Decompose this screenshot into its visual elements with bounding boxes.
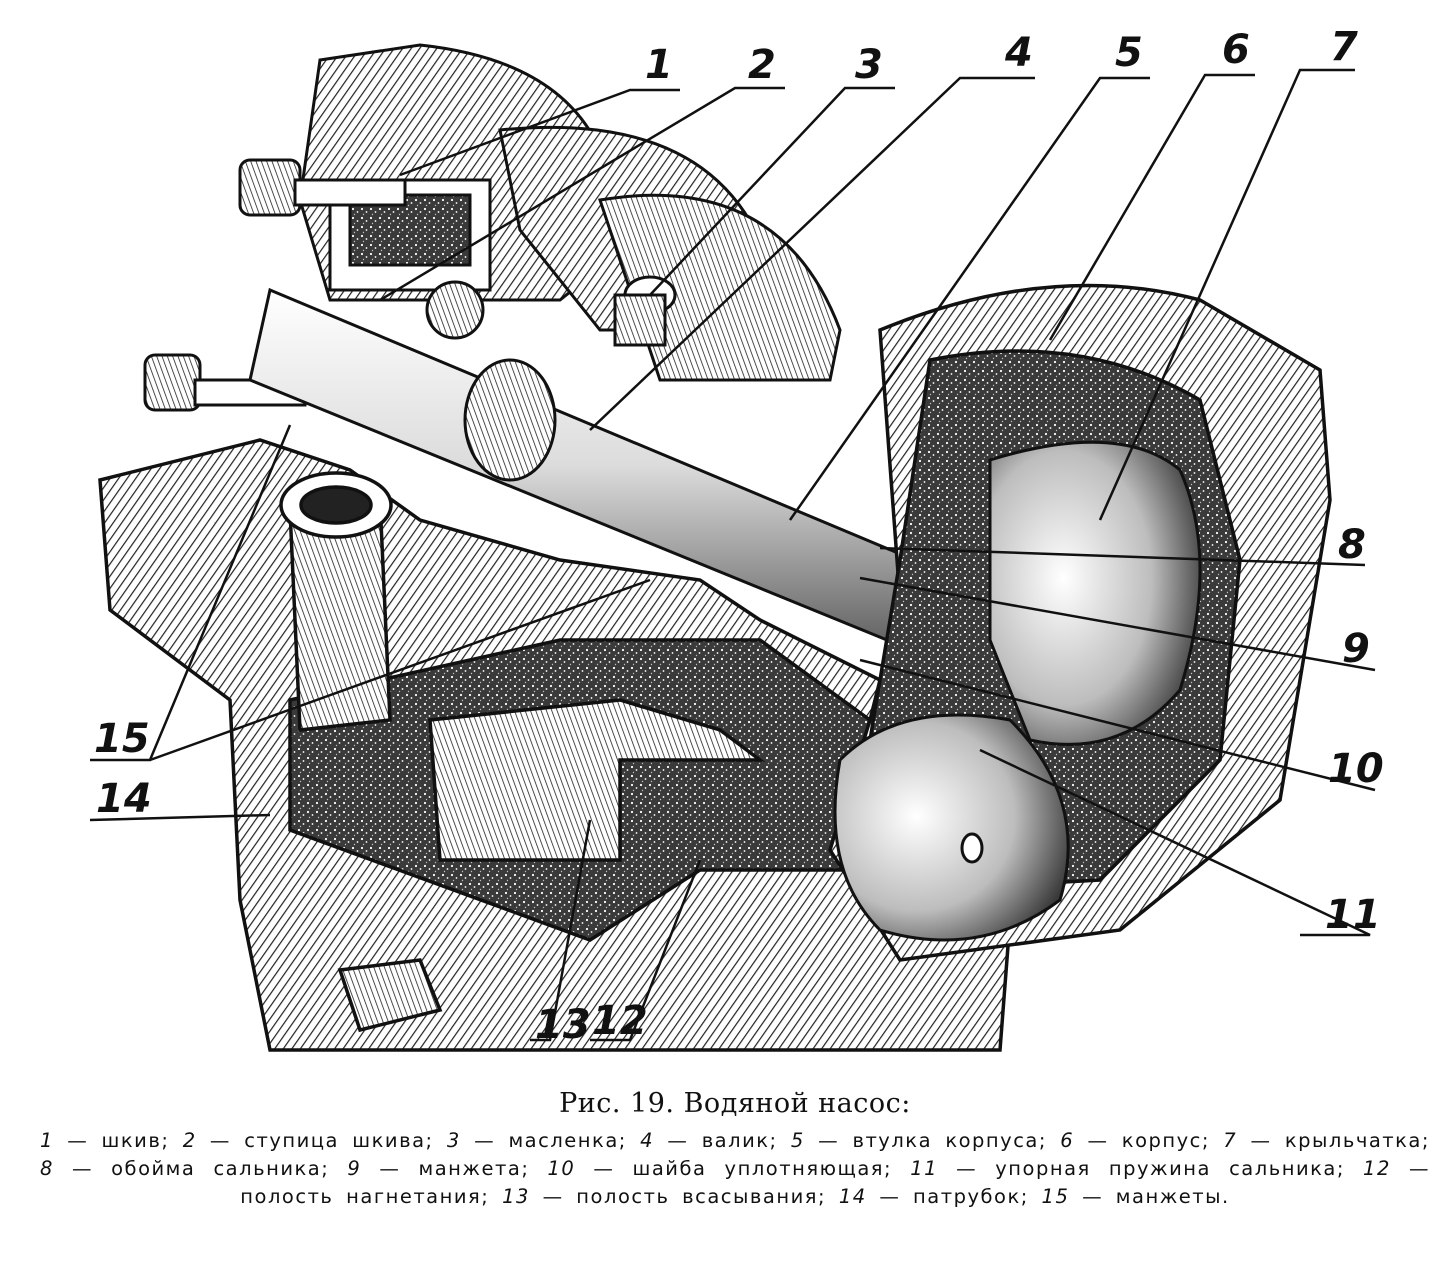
legend-entry: 15 — манжеты. bbox=[1041, 1185, 1230, 1208]
legend-number: 10 bbox=[547, 1157, 576, 1180]
legend-text: манжеты bbox=[1115, 1185, 1223, 1208]
legend-entry: 11 — упорная пружина сальника; bbox=[910, 1157, 1364, 1180]
legend-number: 1 bbox=[40, 1129, 54, 1152]
legend-text: патрубок bbox=[913, 1185, 1021, 1208]
callout-14: 14 bbox=[96, 776, 152, 822]
legend-entry: 7 — крыльчатка; bbox=[1223, 1129, 1430, 1152]
legend-entry: 4 — валик; bbox=[640, 1129, 791, 1152]
legend-number: 11 bbox=[910, 1157, 939, 1180]
legend-entry: 9 — манжета; bbox=[347, 1157, 548, 1180]
legend-number: 7 bbox=[1223, 1129, 1238, 1152]
legend-text: масленка bbox=[508, 1129, 619, 1152]
legend-number: 15 bbox=[1041, 1185, 1070, 1208]
legend-text: манжета bbox=[418, 1157, 522, 1180]
inlet-pipe bbox=[279, 471, 443, 1033]
oiler bbox=[425, 275, 677, 347]
legend-entry: 12 — полость нагнетания; bbox=[240, 1157, 1430, 1208]
legend-entry: 3 — масленка; bbox=[446, 1129, 641, 1152]
water-pump-illustration: 1 2 3 4 5 6 7 8 9 10 11 12 13 14 15 bbox=[89, 24, 1384, 1052]
leader-lines bbox=[89, 68, 1376, 1042]
legend-text: валик bbox=[701, 1129, 770, 1152]
callout-5: 5 bbox=[1115, 30, 1143, 76]
legend-entry: 14 — патрубок; bbox=[838, 1185, 1042, 1208]
legend-text: полость всасывания bbox=[576, 1185, 819, 1208]
caption-legend: 1 — шкив; 2 — ступица шкива; 3 — масленк… bbox=[40, 1127, 1430, 1211]
legend-text: корпус bbox=[1121, 1129, 1202, 1152]
callout-1: 1 bbox=[645, 42, 673, 88]
legend-text: обойма сальника bbox=[111, 1157, 322, 1180]
legend-entry: 5 — втулка корпуса; bbox=[790, 1129, 1061, 1152]
pulley-part bbox=[298, 43, 842, 382]
callout-13: 13 bbox=[535, 1002, 591, 1048]
legend-entry: 1 — шкив; bbox=[40, 1129, 183, 1152]
callout-8: 8 bbox=[1338, 522, 1366, 568]
legend-number: 9 bbox=[347, 1157, 362, 1180]
callout-9: 9 bbox=[1342, 626, 1370, 672]
legend-number: 8 bbox=[40, 1157, 54, 1180]
legend-number: 13 bbox=[502, 1185, 530, 1208]
callout-6: 6 bbox=[1222, 27, 1250, 73]
legend-text: втулка корпуса bbox=[852, 1129, 1039, 1152]
legend-number: 12 bbox=[1363, 1157, 1391, 1180]
legend-text: шайба уплотняющая bbox=[632, 1157, 885, 1180]
caption-title: Рис. 19. Водяной насос: bbox=[559, 1088, 911, 1119]
legend-text: ступица шкива bbox=[244, 1129, 426, 1152]
callout-labels: 1 2 3 4 5 6 7 8 9 10 11 12 13 14 15 bbox=[94, 24, 1384, 1048]
legend-text: полость нагнетания bbox=[240, 1185, 482, 1208]
callout-12: 12 bbox=[592, 998, 648, 1044]
legend-entry: 10 — шайба уплотняющая; bbox=[547, 1157, 911, 1180]
figure-caption: Рис. 19. Водяной насос: 1 — шкив; 2 — ст… bbox=[40, 1088, 1430, 1211]
legend-entry: 6 — корпус; bbox=[1060, 1129, 1224, 1152]
callout-7: 7 bbox=[1330, 24, 1358, 70]
legend-number: 2 bbox=[182, 1129, 197, 1152]
legend-number: 6 bbox=[1060, 1129, 1075, 1152]
callout-10: 10 bbox=[1328, 746, 1384, 792]
callout-3: 3 bbox=[855, 42, 883, 88]
legend-entry: 13 — полость всасывания; bbox=[502, 1185, 839, 1208]
callout-15: 15 bbox=[94, 716, 150, 762]
legend-text: упорная пружина сальника bbox=[995, 1157, 1337, 1180]
impeller bbox=[833, 440, 1202, 942]
legend-number: 14 bbox=[838, 1185, 867, 1208]
legend-number: 5 bbox=[790, 1129, 805, 1152]
legend-text: шкив bbox=[101, 1129, 162, 1152]
legend-entry: 2 — ступица шкива; bbox=[182, 1129, 447, 1152]
legend-text: крыльчатка bbox=[1284, 1129, 1422, 1152]
callout-11: 11 bbox=[1325, 892, 1381, 938]
callout-2: 2 bbox=[748, 42, 776, 88]
callout-4: 4 bbox=[1004, 30, 1033, 76]
legend-number: 3 bbox=[446, 1129, 461, 1152]
legend-entry: 8 — обойма сальника; bbox=[40, 1157, 348, 1180]
legend-number: 4 bbox=[640, 1129, 655, 1152]
